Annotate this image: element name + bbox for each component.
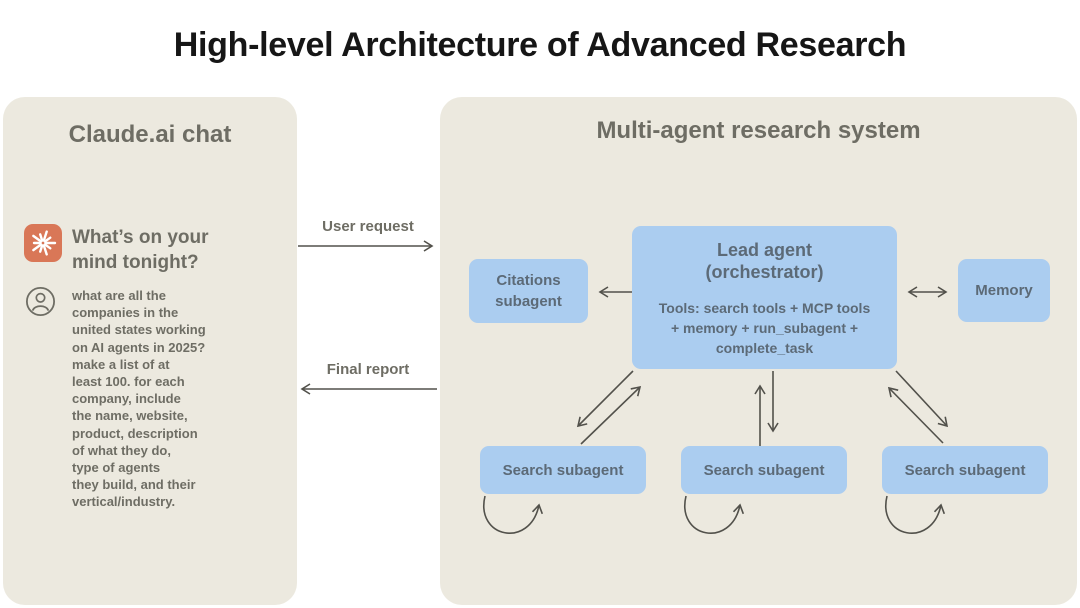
lead-agent-tools: Tools: search tools + MCP tools + memory…	[658, 300, 871, 356]
search-subagent-box-2: Search subagent	[681, 446, 847, 494]
final-report-label: Final report	[326, 361, 410, 378]
claude-spark-icon	[24, 224, 62, 262]
multi-agent-system-panel: Multi-agent research system Lead agent (…	[440, 97, 1077, 605]
claude-chat-panel: Claude.ai chat What’s on your mind	[3, 97, 297, 605]
memory-box: Memory	[958, 259, 1050, 322]
user-request-label: User request	[322, 218, 414, 235]
multi-agent-system-title: Multi-agent research system	[596, 117, 921, 144]
assistant-prompt: What’s on your mind tonight?	[72, 227, 209, 273]
citations-subagent-box: Citations subagent	[469, 259, 588, 323]
lead-agent-box: Lead agent (orchestrator) Tools: search …	[632, 226, 897, 369]
page-title: High-level Architecture of Advanced Rese…	[173, 26, 907, 64]
user-avatar-icon	[25, 286, 56, 317]
lead-agent-title: Lead agent (orchestrator)	[705, 240, 824, 282]
user-message: what are all the companies in the united…	[72, 288, 206, 510]
search-subagent-box-3: Search subagent	[882, 446, 1048, 494]
search-subagent-box-1: Search subagent	[480, 446, 646, 494]
claude-chat-panel-title: Claude.ai chat	[68, 121, 232, 148]
